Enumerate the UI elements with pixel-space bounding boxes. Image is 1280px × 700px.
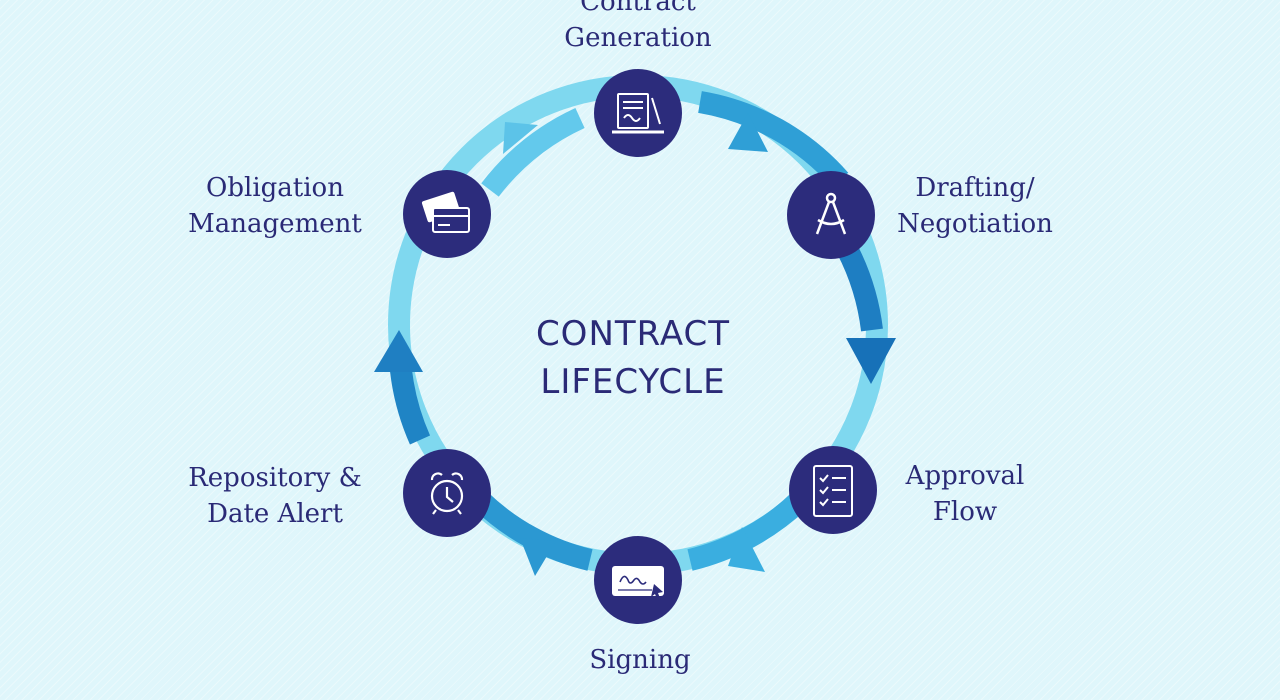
arrowhead-top-right xyxy=(728,113,768,152)
title-line-2: LIFECYCLE xyxy=(540,362,726,402)
stage-label-signing: Signing xyxy=(589,645,691,675)
alarm-clock-icon xyxy=(430,472,464,515)
stage-node-signing xyxy=(594,536,682,624)
stage-node-drafting-negotiation xyxy=(787,171,875,259)
stage-label-approval-flow: Approval Flow xyxy=(905,461,1025,527)
stage-node-repository-date-alert xyxy=(403,449,491,537)
stage-node-obligation-management xyxy=(403,170,491,258)
arrowhead-bottom-right xyxy=(728,527,765,572)
stage-label-contract-generation: Contract Generation xyxy=(564,0,712,53)
ring-segment-bottom-left xyxy=(472,491,593,571)
title-line-1: CONTRACT xyxy=(535,314,731,354)
arrowhead-right xyxy=(846,338,896,384)
signature-icon xyxy=(612,566,664,599)
arrowhead-left xyxy=(374,330,423,372)
ring-segment-top-right xyxy=(698,91,849,188)
stage-node-approval-flow xyxy=(789,446,877,534)
ring-segment-top-left xyxy=(481,108,585,197)
arrowhead-bottom xyxy=(520,538,556,576)
checklist-icon xyxy=(813,465,853,517)
stage-node-contract-generation xyxy=(594,69,682,157)
contract-generation-icon xyxy=(612,93,664,134)
stage-label-drafting-negotiation: Drafting/ Negotiation xyxy=(897,173,1053,239)
ring-segment-bottom-right xyxy=(687,491,808,571)
arrowhead-top-left xyxy=(503,122,538,154)
compass-icon xyxy=(815,192,847,235)
diagram-title: CONTRACT LIFECYCLE xyxy=(478,310,788,406)
stage-label-repository-date-alert: Repository & Date Alert xyxy=(188,463,362,529)
stage-label-obligation-management: Obligation Management xyxy=(188,173,362,239)
cards-icon xyxy=(421,191,470,233)
